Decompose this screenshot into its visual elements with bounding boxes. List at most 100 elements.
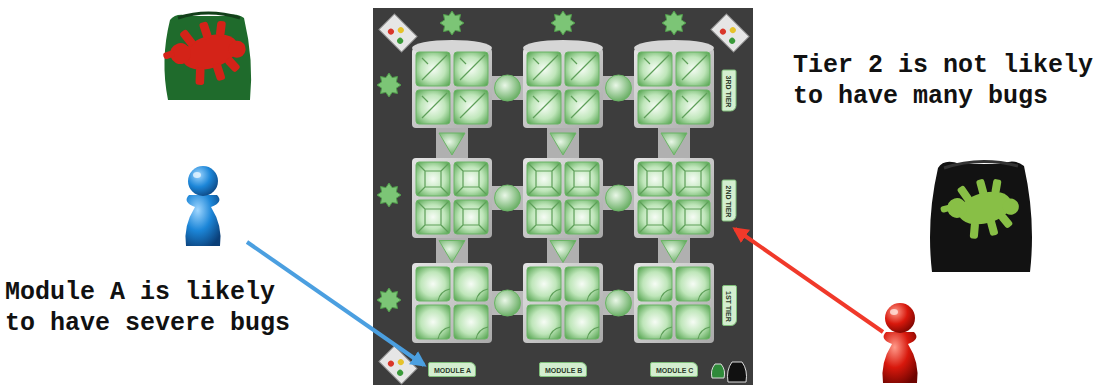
room-tile: [416, 305, 450, 339]
red-leader-arrow: [735, 229, 883, 332]
tile-pattern: [587, 327, 599, 339]
room-tile: [416, 267, 450, 301]
room-tile: [527, 52, 561, 86]
room-tile: [565, 52, 599, 86]
room-tile: [527, 162, 561, 196]
room-tile: [676, 305, 710, 339]
room-tile: [416, 52, 450, 86]
tile-pattern: [640, 202, 670, 232]
board-tab: 1ST TIER: [722, 285, 737, 326]
tile-pattern: [682, 93, 707, 118]
tile-pattern: [422, 93, 447, 118]
module-platform: [412, 263, 492, 343]
room-tile: [454, 305, 488, 339]
tile-pattern: [460, 93, 485, 118]
card-dot: [397, 26, 405, 34]
room-tile: [527, 200, 561, 234]
tab-label: 1ST TIER: [724, 291, 733, 320]
module-platform: [523, 158, 603, 238]
corner-card: [379, 346, 417, 384]
tile-pattern: [660, 327, 672, 339]
tile-pattern: [571, 93, 596, 118]
tile-pattern: [644, 55, 669, 80]
tab-label: MODULE C: [656, 366, 692, 375]
corridor-triangle: [661, 241, 687, 263]
star-marker: [440, 11, 464, 35]
tile-pattern: [529, 202, 559, 232]
tile-pattern: [460, 55, 485, 80]
board-tab: MODULE A: [428, 362, 476, 377]
tile-pattern: [698, 327, 710, 339]
card-dot: [396, 37, 404, 45]
card-dot: [729, 26, 737, 34]
room-tile: [676, 162, 710, 196]
room-tile: [527, 267, 561, 301]
callout-note: Tier 2 is not likely to have many bugs: [793, 50, 1099, 112]
connector-bar: [547, 236, 579, 265]
module-platform: [634, 263, 714, 343]
tile-pattern: [422, 55, 447, 80]
tile-pattern: [640, 164, 670, 194]
star-marker: [377, 183, 401, 207]
tile-pattern: [698, 289, 710, 301]
tile-pattern: [438, 327, 450, 339]
board-tab: 2ND TIER: [722, 179, 737, 221]
tile-pattern: [571, 55, 596, 80]
corner-card: [379, 14, 417, 52]
corner-card: [711, 14, 749, 52]
connector-bar: [658, 126, 690, 160]
room-tile: [638, 200, 672, 234]
tile-pattern: [533, 93, 558, 118]
red-pawn: [882, 303, 917, 383]
card-face: [379, 14, 417, 52]
tile-pattern: [549, 327, 561, 339]
card-dot: [728, 37, 736, 45]
corridor-triangle: [661, 133, 687, 155]
tile-pattern: [587, 289, 599, 301]
bug-bag-black: [930, 161, 1032, 272]
board-tab: MODULE B: [539, 362, 587, 377]
tile-pattern: [418, 202, 448, 232]
tile-pattern: [533, 55, 558, 80]
tab-label: MODULE A: [434, 366, 470, 375]
tile-pattern: [456, 164, 486, 194]
room-tile: [676, 200, 710, 234]
tile-pattern: [549, 289, 561, 301]
card-dot: [719, 27, 727, 35]
room-tile: [565, 162, 599, 196]
tab-label: 3RD TIER: [724, 75, 733, 105]
connector-bar: [436, 126, 468, 160]
room-tile: [638, 52, 672, 86]
module-platform: [634, 48, 714, 128]
connector-bar: [658, 236, 690, 265]
module-platform: [523, 48, 603, 128]
room-tile: [454, 200, 488, 234]
room-tile: [527, 305, 561, 339]
room-tile: [676, 52, 710, 86]
corridor-triangle: [439, 241, 465, 263]
tile-pattern: [567, 202, 597, 232]
tile-pattern: [438, 289, 450, 301]
connector-bar: [436, 236, 468, 265]
room-tile: [527, 90, 561, 124]
room-tile: [454, 267, 488, 301]
tile-pattern: [678, 164, 708, 194]
room-tile: [416, 162, 450, 196]
corridor-circle: [495, 75, 521, 101]
room-tile: [454, 162, 488, 196]
bag-icon: [711, 364, 724, 378]
star-marker: [377, 288, 401, 312]
corridor-circle: [606, 290, 632, 316]
bug-bag-green: [157, 12, 253, 100]
bag-icon: [728, 362, 747, 382]
tile-pattern: [529, 164, 559, 194]
corridor-triangle: [550, 133, 576, 155]
module-platform: [523, 263, 603, 343]
room-tile: [565, 200, 599, 234]
room-tile: [638, 90, 672, 124]
callout-note: Module A is likely to have severe bugs: [5, 277, 307, 339]
tile-pattern: [682, 55, 707, 80]
callout-text: Module A is likely to have severe bugs: [5, 277, 307, 339]
room-tile: [565, 90, 599, 124]
tab-label: 2ND TIER: [724, 185, 733, 215]
